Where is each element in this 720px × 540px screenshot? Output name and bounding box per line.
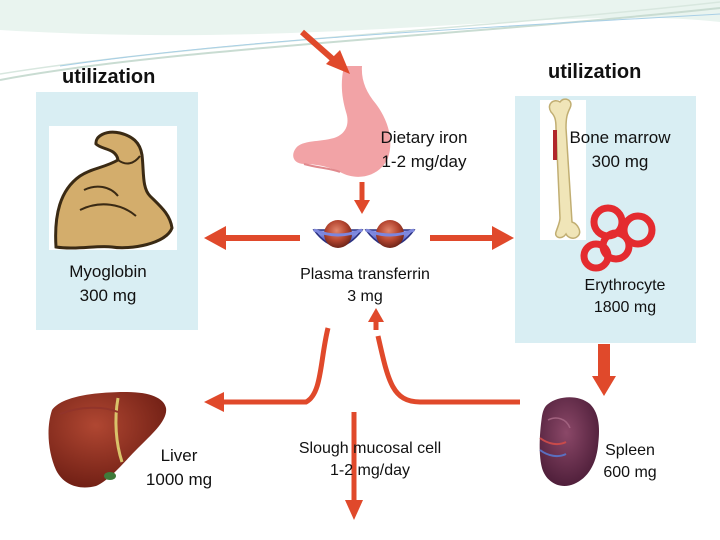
red-blood-cells-icon: [580, 204, 656, 272]
stomach-icon: [288, 64, 406, 177]
slough-mucosal-label: Slough mucosal cell 1-2 mg/day: [284, 438, 456, 482]
dietary-iron-amount: 1-2 mg/day: [381, 152, 467, 171]
bone-marrow-amount: 300 mg: [591, 152, 649, 171]
plasma-transferrin-label: Plasma transferrin 3 mg: [284, 264, 446, 308]
dietary-iron-name: Dietary iron: [380, 128, 468, 147]
erythrocyte-name: Erythrocyte: [584, 277, 666, 294]
slough-mucosal-name: Slough mucosal cell: [298, 440, 442, 457]
erythrocyte-label: Erythrocyte 1800 mg: [564, 275, 686, 319]
liver-name: Liver: [160, 446, 198, 465]
erythrocyte-amount: 1800 mg: [593, 299, 657, 316]
spleen-name: Spleen: [605, 442, 655, 459]
header-swoosh: [0, 0, 720, 81]
arrow-transferrin-to-myoglobin: [204, 226, 300, 250]
liver-amount: 1000 mg: [145, 470, 213, 489]
myoglobin-name: Myoglobin: [69, 262, 147, 281]
myoglobin-amount: 300 mg: [79, 286, 137, 305]
flexed-arm-muscle-icon: [49, 126, 177, 250]
spleen-amount: 600 mg: [603, 464, 657, 481]
arrow-transferrin-to-bone-marrow: [430, 226, 514, 250]
plasma-transferrin-name: Plasma transferrin: [300, 266, 430, 283]
plasma-transferrin-amount: 3 mg: [347, 288, 383, 305]
transferrin-molecule-icon: [306, 208, 424, 262]
arrow-spleen-to-transferrin: [375, 335, 520, 405]
myoglobin-label: Myoglobin 300 mg: [48, 260, 168, 308]
arrow-transferrin-to-liver: [204, 327, 331, 412]
arrow-erythrocyte-to-spleen: [592, 344, 616, 396]
spleen-icon: [539, 397, 600, 487]
arrow-slough-out: [345, 412, 363, 520]
dietary-iron-label: Dietary iron 1-2 mg/day: [364, 126, 484, 174]
utilization-right-label: utilization: [548, 61, 642, 83]
spleen-label: Spleen 600 mg: [592, 440, 668, 484]
slough-mucosal-amount: 1-2 mg/day: [329, 462, 411, 479]
bone-icon: [540, 98, 586, 240]
arrow-dietary-to-transferrin: [354, 182, 370, 214]
liver-label: Liver 1000 mg: [134, 444, 224, 492]
utilization-left-label: utilization: [62, 66, 156, 88]
arrow-into-stomach: [300, 29, 350, 74]
liver-icon: [48, 392, 167, 488]
bone-marrow-name: Bone marrow: [569, 128, 671, 147]
arrow-up-to-transferrin: [368, 308, 384, 330]
bone-marrow-label: Bone marrow 300 mg: [556, 126, 684, 174]
